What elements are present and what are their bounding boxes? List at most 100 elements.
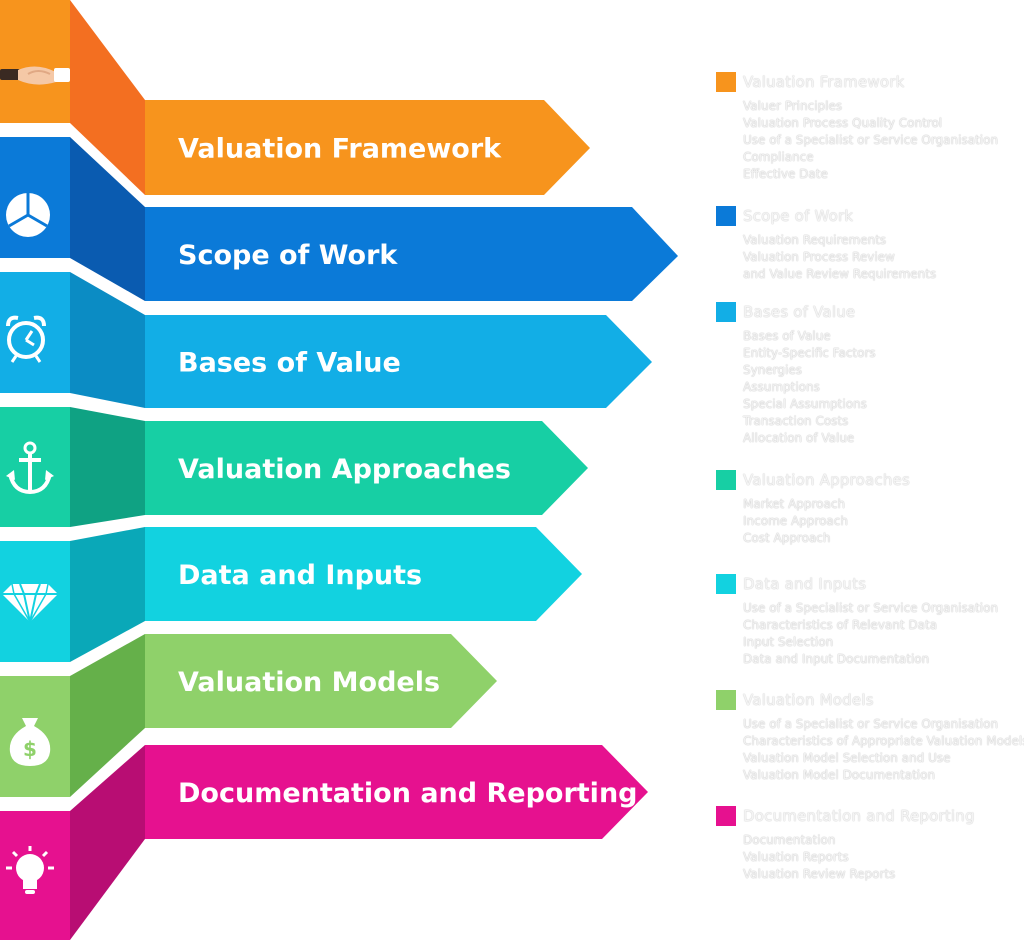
step-arrow [145,421,588,515]
legend-swatch [716,72,736,92]
legend-title: Data and Inputs [743,575,867,593]
step-label: Bases of Value [178,348,401,379]
step-fold [70,634,145,797]
step-fold [70,0,145,195]
step-arrow [145,634,497,728]
legend-item: Special Assumptions [743,397,867,411]
legend-swatch [716,206,736,226]
legend-item: Valuer Principles [743,99,843,113]
legend-title: Valuation Models [743,691,874,709]
step-arrow [145,527,582,621]
legend-item: Valuation Process Quality Control [743,116,943,130]
legend-item: Assumptions [743,380,820,394]
legend-swatch [716,690,736,710]
legend-heading: Valuation Framework [716,72,998,92]
light-bulb-icon [6,846,54,894]
legend-item: and Value Review Requirements [743,267,937,281]
step-1: Valuation Framework [0,0,590,195]
step-fold [70,407,145,527]
legend-item: Valuation Requirements [743,233,887,247]
legend-title: Valuation Approaches [743,471,910,489]
step-7: Documentation and Reporting [0,745,648,940]
legend-item: Valuation Process Review [743,250,895,264]
legend-item: Use of a Specialist or Service Organisat… [743,133,999,147]
legend-heading: Bases of Value [716,302,876,322]
legend-item: Data and Input Documentation [743,652,930,666]
legend-swatch [716,302,736,322]
legend-item: Use of a Specialist or Service Organisat… [743,717,999,731]
legend-item: Valuation Reports [743,850,849,864]
legend-list: Use of a Specialist or Service Organisat… [716,716,1024,784]
money-bag-icon: $ [9,718,51,766]
anchor-icon [6,441,54,495]
legend-item: Synergies [743,363,803,377]
legend-item: Valuation Model Documentation [743,768,936,782]
step-fold [70,137,145,301]
legend-item: Cost Approach [743,531,831,545]
step-arrow [145,207,678,301]
legend-heading: Valuation Approaches [716,470,910,490]
step-tab [0,0,70,123]
legend-item: Bases of Value [743,329,831,343]
step-label: Documentation and Reporting [178,778,638,809]
legend-item: Valuation Review Reports [743,867,896,881]
legend-title: Scope of Work [743,207,854,225]
dollar-sign: $ [23,737,37,761]
step-fold [70,745,145,940]
legend-item: Market Approach [743,497,846,511]
legend-item: Valuation Model Selection and Use [743,751,951,765]
step-arrow [145,745,648,839]
alarm-clock-icon [6,315,46,363]
legend-swatch [716,470,736,490]
step-fold [70,527,145,662]
legend-list: Use of a Specialist or Service Organisat… [716,600,998,668]
legend-heading: Scope of Work [716,206,936,226]
legend-title: Documentation and Reporting [743,807,975,825]
legend-item: Effective Date [743,167,828,181]
step-5: Data and Inputs [0,527,582,662]
step-arrow [145,315,652,408]
legend-item: Allocation of Value [743,431,855,445]
legend-item: Compliance [743,150,814,164]
legend-swatch [716,806,736,826]
legend-item: Characteristics of Relevant Data [743,618,938,632]
step-label: Valuation Models [178,667,440,698]
legend-item: Use of a Specialist or Service Organisat… [743,601,999,615]
legend-title: Valuation Framework [743,73,905,91]
step-label: Valuation Framework [178,134,502,165]
legend-item: Input Selection [743,635,834,649]
handshake-icon [0,66,70,85]
legend-heading: Documentation and Reporting [716,806,975,826]
step-label: Valuation Approaches [178,454,511,485]
legend-item: Characteristics of Appropriate Valuation… [743,734,1024,748]
legend-item: Transaction Costs [743,414,849,428]
legend-heading: Valuation Models [716,690,1024,710]
step-6: Valuation Models [0,634,497,797]
step-label: Data and Inputs [178,560,422,591]
step-label: Scope of Work [178,240,398,271]
legend-item: Income Approach [743,514,848,528]
legend-title: Bases of Value [743,303,856,321]
legend-item: Entity-Specific Factors [743,346,876,360]
diamond-icon [2,583,58,624]
legend-swatch [716,574,736,594]
step-fold [70,272,145,408]
step-4: Valuation Approaches [0,407,588,527]
step-3: Bases of Value [0,272,652,408]
pie-chart-icon [6,193,50,237]
step-tab [0,407,70,527]
legend-heading: Data and Inputs [716,574,998,594]
legend-item: Documentation [743,833,836,847]
